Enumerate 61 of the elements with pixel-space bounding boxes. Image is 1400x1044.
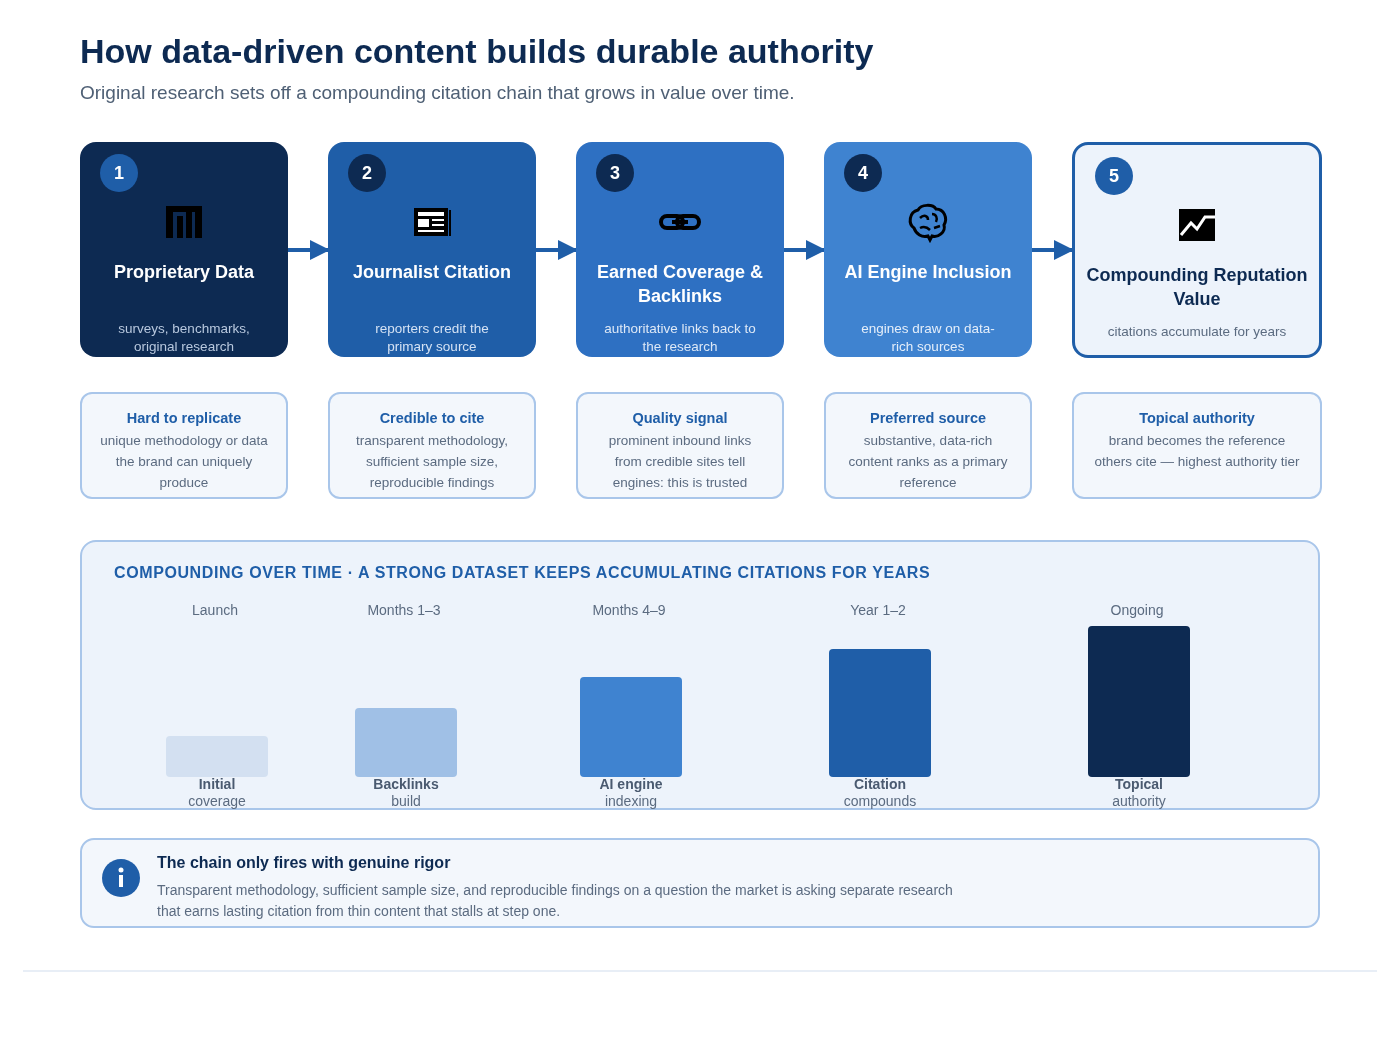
bar-caption: Initial coverage [187, 776, 247, 810]
bar-caption: Citation compounds [842, 776, 918, 810]
info-card [824, 392, 1032, 499]
card-text: brand becomes the reference others cite — highest authority tier [1093, 432, 1301, 471]
step-description: authoritative links back to the research [604, 320, 756, 356]
info-card [1072, 392, 1322, 499]
info-card [576, 392, 784, 499]
step-title: Compounding Reputation Value [1085, 264, 1309, 311]
timeline-panel [80, 540, 1320, 810]
step-card [1072, 142, 1322, 358]
arrow [1032, 240, 1074, 260]
step-number: 1 [100, 154, 138, 192]
bar-caption: Backlinks build [372, 776, 440, 810]
step-title: AI Engine Inclusion [843, 261, 1013, 284]
step-number: 2 [348, 154, 386, 192]
step-title: Earned Coverage & Backlinks [595, 261, 765, 308]
arrow [288, 240, 330, 260]
note-heading: The chain only fires with genuine rigor [157, 854, 451, 872]
card-text: prominent inbound links from credible sites tell engines: this is trusted [607, 432, 753, 492]
chart-bar [829, 649, 931, 777]
arrow [536, 240, 578, 260]
step-card [576, 142, 784, 357]
panel-heading: COMPOUNDING OVER TIME · A STRONG DATASET KEEPS ACCUMULATING CITATIONS FOR YEARS [114, 564, 931, 582]
step-description: surveys, benchmarks, original research [117, 320, 251, 356]
note-box [80, 838, 1320, 928]
note-text: Transparent methodology, sufficient sample size, and reproducible findings on a question the market is asking separate research that earns lasting citation from thin content that stalls at step one. [157, 881, 954, 921]
time-label: Launch [191, 602, 239, 618]
time-label: Ongoing [1109, 602, 1165, 618]
info-card [80, 392, 288, 499]
card-text: substantive, data-rich content ranks as a primary reference [847, 432, 1009, 492]
step-number: 4 [844, 154, 882, 192]
time-label: Months 4–9 [591, 602, 667, 618]
card-heading: Topical authority [1138, 410, 1256, 426]
page-title: How data-driven content builds durable authority [80, 32, 874, 71]
step-card [824, 142, 1032, 357]
chart-bar [580, 677, 682, 777]
bar-caption: AI engine indexing [598, 776, 664, 810]
step-title: Journalist Citation [352, 261, 512, 284]
step-description: reporters credit the primary source [374, 320, 490, 356]
subtitle: Original research sets off a compounding citation chain that grows in value over time. [80, 82, 795, 104]
card-heading: Credible to cite [378, 410, 486, 426]
chart-bar [1088, 626, 1190, 777]
card-text: unique methodology or data the brand can uniquely produce [100, 432, 268, 492]
step-description: citations accumulate for years [1106, 323, 1288, 341]
arrow [784, 240, 826, 260]
step-card [80, 142, 288, 357]
step-number: 5 [1095, 157, 1133, 195]
card-text: transparent methodology, sufficient sample size, reproducible findings [354, 432, 510, 492]
step-description: engines draw on data-rich sources [860, 320, 996, 356]
card-heading: Preferred source [868, 410, 988, 426]
chart-bar [355, 708, 457, 777]
step-number: 3 [596, 154, 634, 192]
bar-caption: Topical authority [1111, 776, 1167, 810]
card-heading: Quality signal [631, 410, 729, 426]
card-heading: Hard to replicate [125, 410, 243, 426]
info-card [328, 392, 536, 499]
step-title: Proprietary Data [112, 261, 256, 284]
step-card [328, 142, 536, 357]
time-label: Year 1–2 [849, 602, 907, 618]
chart-bar [166, 736, 268, 777]
time-label: Months 1–3 [366, 602, 442, 618]
